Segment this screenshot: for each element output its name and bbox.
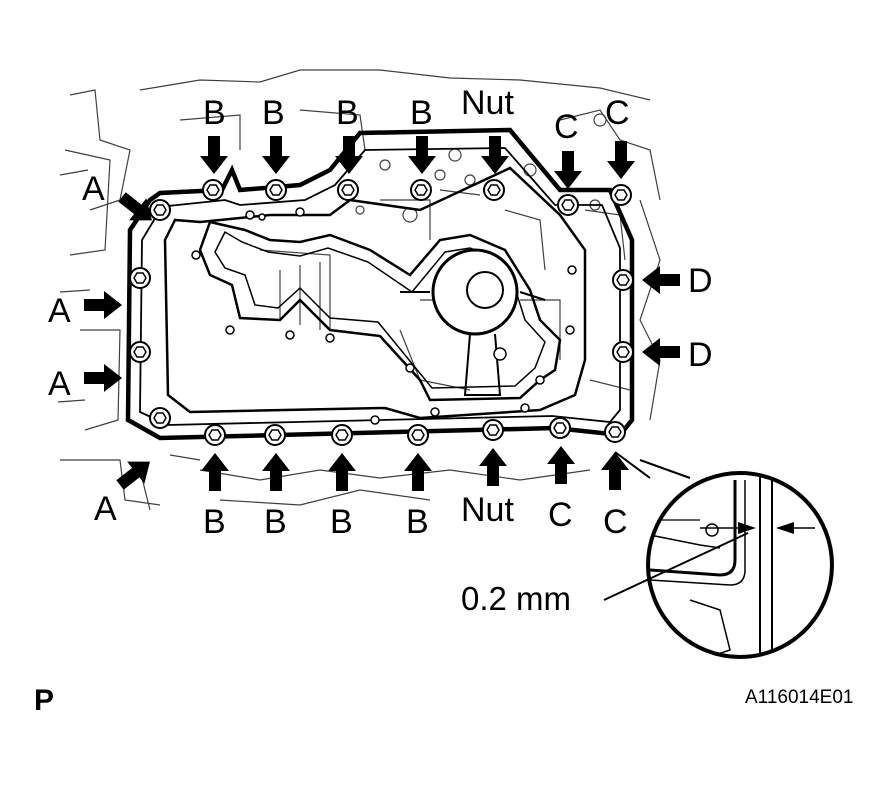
baffle-plate-outline bbox=[198, 220, 562, 402]
label-bottom-c1: C bbox=[548, 496, 573, 534]
gap-dimension-label: 0.2 mm bbox=[461, 580, 572, 617]
oil-strainer bbox=[400, 248, 546, 396]
label-top-2: B bbox=[262, 94, 285, 132]
bolt-heads bbox=[129, 179, 634, 446]
label-bottom-1: B bbox=[203, 503, 226, 541]
label-top-1: B bbox=[203, 94, 226, 132]
magnified-detail bbox=[603, 451, 834, 659]
figure-code: A116014E01 bbox=[745, 687, 854, 708]
label-left-a2: A bbox=[48, 292, 71, 330]
label-top-nut: Nut bbox=[461, 84, 514, 122]
arrow-lower-left bbox=[116, 461, 150, 490]
label-right-d1: D bbox=[688, 262, 713, 300]
label-top-c1: C bbox=[554, 108, 579, 146]
page-letter: P bbox=[34, 684, 55, 717]
oil-pan-outer-outline bbox=[125, 127, 635, 441]
label-bottom-nut: Nut bbox=[461, 491, 514, 529]
label-top-c2: C bbox=[605, 94, 630, 132]
label-bottom-3: B bbox=[330, 503, 353, 541]
label-right-d2: D bbox=[688, 336, 713, 374]
label-bottom-c2: C bbox=[603, 503, 628, 541]
label-bottom-2: B bbox=[264, 503, 287, 541]
oil-pan-inner-outline bbox=[163, 166, 587, 420]
left-arrows bbox=[84, 192, 152, 490]
label-left-a3: A bbox=[48, 365, 71, 403]
label-bottom-4: B bbox=[406, 503, 429, 541]
bottom-arrows bbox=[201, 446, 629, 491]
baffle-inner-outline bbox=[214, 230, 546, 389]
label-lower-left-a: A bbox=[94, 490, 117, 528]
right-arrows bbox=[642, 266, 680, 366]
label-top-4: B bbox=[410, 94, 433, 132]
label-top-3: B bbox=[336, 94, 359, 132]
flange-holes bbox=[191, 207, 577, 425]
label-left-a1: A bbox=[82, 170, 105, 208]
arrow-upper-left bbox=[118, 192, 152, 221]
